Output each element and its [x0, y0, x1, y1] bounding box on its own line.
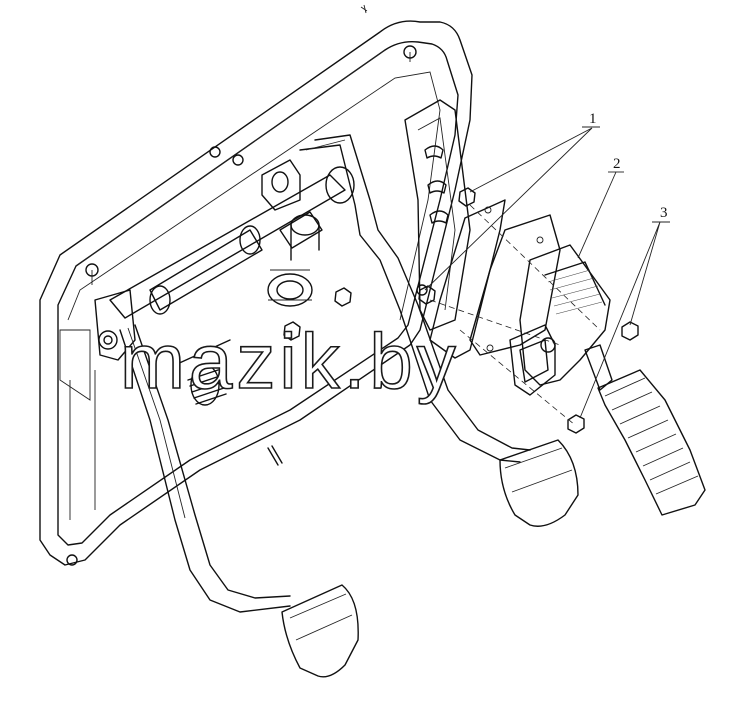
- callout-3-label: 3: [660, 205, 668, 221]
- bottom-stud: [267, 445, 283, 466]
- callout-1: 1: [424, 111, 600, 291]
- mounting-frame: [39, 20, 473, 566]
- callout-2-label: 2: [613, 156, 621, 172]
- slot-upper: [424, 145, 444, 159]
- sensor-connector: [509, 324, 556, 396]
- top-mark: [360, 4, 368, 14]
- alignment-line-3: [459, 329, 576, 426]
- pivot-shaft: [109, 159, 355, 319]
- callout-2: 2: [577, 156, 624, 259]
- slot-middle: [427, 180, 447, 194]
- mount-plate-upper: [429, 199, 506, 359]
- clutch-pedal: [94, 289, 359, 678]
- slot-lower: [429, 210, 449, 224]
- accelerator-pad: [597, 369, 706, 516]
- side-bracket: [404, 99, 471, 331]
- nuts: [283, 187, 639, 434]
- alignment-line-2: [469, 204, 601, 331]
- watermark: mazik.by: [120, 317, 460, 405]
- alignment-line-1: [429, 299, 561, 346]
- accelerator-module: [429, 199, 706, 516]
- brake-pedal: [299, 134, 579, 527]
- callout-1-label: 1: [589, 111, 597, 127]
- return-spring: [174, 339, 231, 406]
- mount-plate: [469, 214, 561, 356]
- callout-3: 3: [579, 205, 670, 419]
